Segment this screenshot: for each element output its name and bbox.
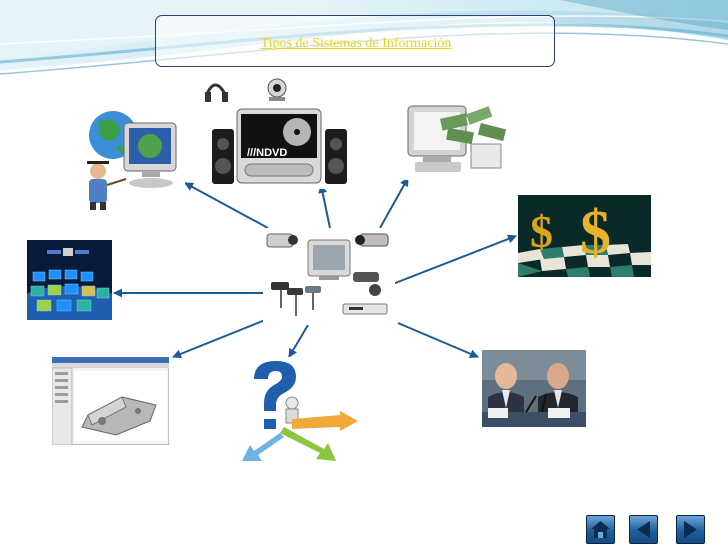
decision-image bbox=[240, 357, 360, 462]
arrow-to-money bbox=[379, 177, 409, 229]
arrow-to-cad bbox=[172, 317, 271, 359]
arrow-to-multimedia bbox=[318, 184, 331, 229]
svg-text:$: $ bbox=[580, 199, 611, 267]
satellite-image bbox=[27, 240, 112, 320]
slide-title: Tipos de Sistemas de Información bbox=[260, 36, 452, 51]
triangle-right-icon bbox=[684, 521, 697, 538]
triangle-left-icon bbox=[637, 521, 650, 538]
cad-image bbox=[52, 357, 169, 445]
home-button[interactable] bbox=[586, 515, 615, 544]
svg-text:$: $ bbox=[530, 206, 553, 257]
executives-image bbox=[482, 350, 586, 427]
title-box: Tipos de Sistemas de Información bbox=[155, 15, 555, 67]
arrow-to-finance bbox=[384, 234, 517, 288]
arrow-to-education bbox=[184, 182, 269, 229]
svg-text:///NDVD: ///NDVD bbox=[247, 147, 287, 159]
next-slide-button[interactable] bbox=[676, 515, 705, 544]
money-image bbox=[405, 100, 510, 180]
education-image bbox=[80, 103, 185, 211]
finance-image: $ $ bbox=[518, 195, 651, 277]
arrow-to-executives bbox=[397, 322, 479, 359]
home-icon bbox=[591, 521, 610, 538]
central-cameras-image bbox=[263, 228, 395, 325]
previous-slide-button[interactable] bbox=[629, 515, 658, 544]
multimedia-image: ///NDVD bbox=[205, 74, 350, 189]
arrow-to-decision bbox=[288, 324, 309, 358]
